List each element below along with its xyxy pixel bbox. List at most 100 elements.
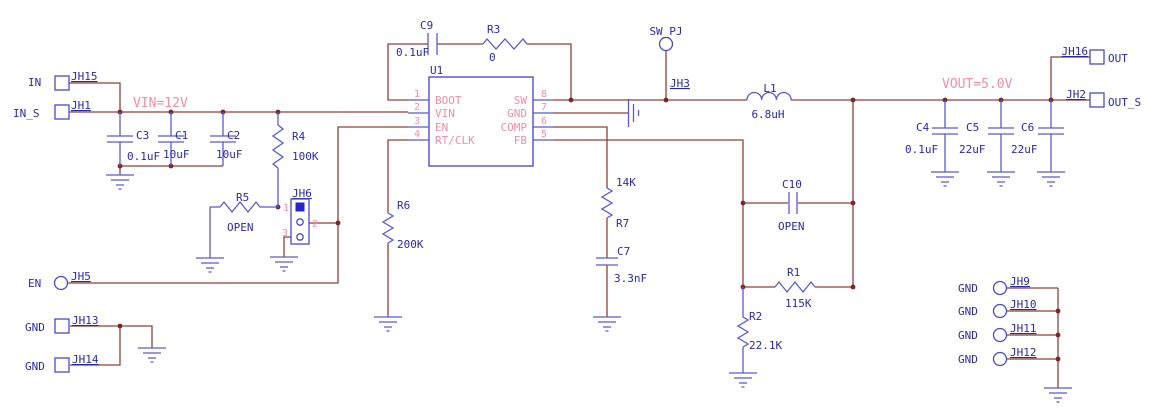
r5-ref: R5 xyxy=(236,191,249,204)
jh1-pad xyxy=(54,104,70,120)
gnd-symbol-jh6 xyxy=(270,256,298,272)
r7-value: 14K xyxy=(616,176,636,189)
c7-value: 3.3nF xyxy=(614,272,647,285)
connector-jh3: SW_PJ JH3 xyxy=(649,25,689,90)
resistor-r5: R5 OPEN xyxy=(209,191,278,258)
c5-ref: C5 xyxy=(966,121,979,134)
net-label-out: OUT xyxy=(1108,52,1128,65)
net-label-gnd-jh14: GND xyxy=(25,360,45,373)
r2-ref: R2 xyxy=(749,310,762,323)
jh2-pad xyxy=(1089,92,1105,108)
u1-pin4-num: 4 xyxy=(414,129,420,140)
wire-jh16-branch xyxy=(1050,56,1090,100)
connector-jh12: GND JH12 xyxy=(958,346,1037,367)
jh15-ref: JH15 xyxy=(71,70,98,83)
jh6-pin3-pad xyxy=(296,233,304,241)
gnd-symbol-c5 xyxy=(987,171,1015,187)
net-label-gnd-jh12: GND xyxy=(958,353,978,366)
jh9-pad xyxy=(992,280,1008,296)
c3-value: 0.1uF xyxy=(127,150,160,163)
vin-power-label: VIN=12V xyxy=(133,96,188,111)
jh14-ref: JH14 xyxy=(72,353,99,366)
u1-pin-name-vin: VIN xyxy=(435,107,455,120)
c7-ref: C7 xyxy=(617,245,630,258)
jh3-ref: JH3 xyxy=(670,77,690,90)
u1-pin8-num: 8 xyxy=(541,89,547,100)
c9-ref: C9 xyxy=(420,19,433,32)
connector-jh11: GND JH11 xyxy=(958,322,1037,343)
connector-jh6: JH6 1 2 3 xyxy=(282,187,318,245)
net-label-in-s: IN_S xyxy=(13,107,40,120)
capacitor-c3: C3 0.1uF xyxy=(107,112,160,166)
connector-jh5: EN JH5 xyxy=(28,270,91,291)
r5-value: OPEN xyxy=(227,221,254,234)
r3-ref: R3 xyxy=(487,23,500,36)
connector-jh9: GND JH9 xyxy=(958,275,1030,296)
u1-pin-name-comp: COMP xyxy=(501,121,528,134)
u1-pin-stubs xyxy=(408,99,554,141)
gnd-symbol-r2 xyxy=(729,372,757,388)
jh9-ref: JH9 xyxy=(1010,275,1030,288)
connector-jh10: GND JH10 xyxy=(958,298,1037,319)
resistor-r7: 14K R7 xyxy=(600,176,636,230)
jh5-ref: JH5 xyxy=(71,270,91,283)
c10-ref: C10 xyxy=(782,178,802,191)
gnd-symbol-c6 xyxy=(1037,171,1065,187)
capacitor-c9: C9 0.1uF xyxy=(396,19,438,59)
l1-value: 6.8uH xyxy=(751,108,784,121)
c4-value: 0.1uF xyxy=(905,143,938,156)
u1-pin-name-boot: BOOT xyxy=(435,94,462,107)
r4-value: 100K xyxy=(292,150,319,163)
c6-ref: C6 xyxy=(1021,121,1034,134)
capacitor-c5: C5 22uF xyxy=(959,100,1014,172)
wire-jh14-link xyxy=(70,326,121,366)
jh6-pin1-pad xyxy=(295,202,305,212)
u1-pin-name-gnd: GND xyxy=(507,107,527,120)
c4-ref: C4 xyxy=(916,121,930,134)
r1-value: 115K xyxy=(785,297,812,310)
wire-jh13-link xyxy=(70,325,153,348)
r3-value: 0 xyxy=(489,51,496,64)
net-label-gnd-jh13: GND xyxy=(25,321,45,334)
jh13-ref: JH13 xyxy=(72,314,99,327)
wire-comp-net xyxy=(554,126,608,188)
net-label-sw-pj: SW_PJ xyxy=(649,25,682,38)
gnd-symbol-u1-pin7 xyxy=(627,99,640,127)
c1-value: 10uF xyxy=(163,148,190,161)
c9-value: 0.1uF xyxy=(396,46,429,59)
resistor-r3: R3 0 xyxy=(482,23,528,64)
capacitor-c10: C10 OPEN xyxy=(778,178,805,233)
connector-jh16: JH16 OUT xyxy=(1062,45,1129,65)
u1-pin-name-en: EN xyxy=(435,121,448,134)
wire-boot-net xyxy=(387,43,428,101)
net-label-in: IN xyxy=(28,76,41,89)
r4-ref: R4 xyxy=(292,130,306,143)
capacitor-c4: C4 0.1uF xyxy=(905,100,958,172)
resistor-r4: R4 100K xyxy=(271,112,319,207)
wire-jh6-pin3-link xyxy=(283,236,291,257)
capacitor-c7: C7 3.3nF xyxy=(596,245,647,285)
jh10-ref: JH10 xyxy=(1010,298,1037,311)
c1-ref: C1 xyxy=(175,129,188,142)
net-label-gnd-jh10: GND xyxy=(958,305,978,318)
c3-ref: C3 xyxy=(136,129,149,142)
jh12-pad xyxy=(992,351,1008,367)
c10-value: OPEN xyxy=(778,220,805,233)
connector-jh14: GND JH14 xyxy=(25,353,99,373)
u1-pin-name-sw: SW xyxy=(514,94,528,107)
u1-pin3-num: 3 xyxy=(414,116,420,127)
jh10-pad xyxy=(992,303,1008,319)
r1-ref: R1 xyxy=(787,266,800,279)
jh12-ref: JH12 xyxy=(1010,346,1037,359)
connector-jh2: JH2 OUT_S xyxy=(1066,88,1141,109)
wire-rtclk-net xyxy=(387,139,408,213)
u1-body xyxy=(428,76,534,167)
ic-u1: U1 1 2 3 4 8 7 6 5 BOOT VIN EN RT/CLK SW… xyxy=(408,64,554,167)
c5-value: 22uF xyxy=(959,143,986,156)
resistor-r6: R6 200K xyxy=(381,199,424,251)
c2-ref: C2 xyxy=(227,129,240,142)
jh13-pad xyxy=(54,318,70,334)
r2-value: 22.1K xyxy=(749,339,782,352)
